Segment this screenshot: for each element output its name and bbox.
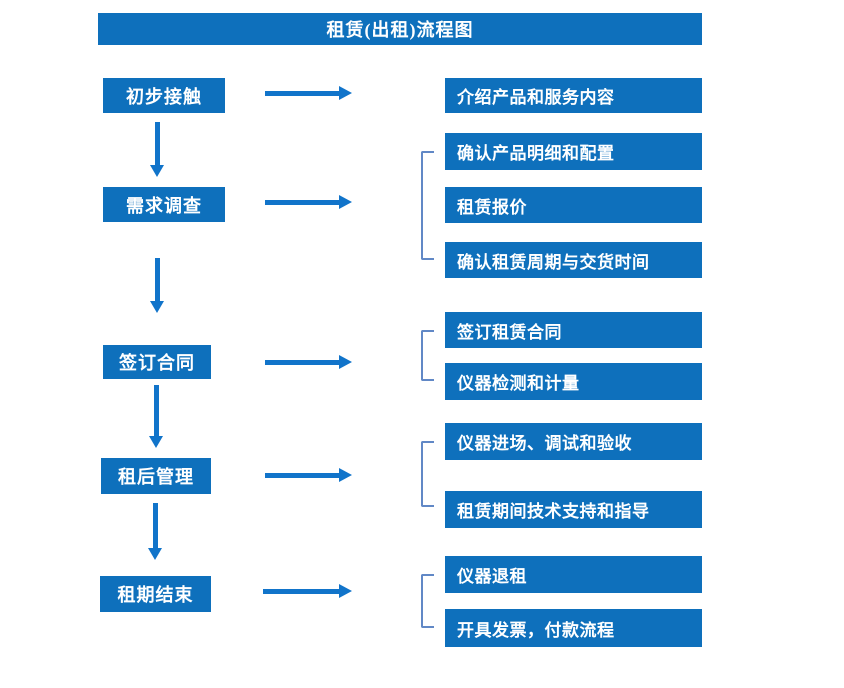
right-arrow-5 xyxy=(263,584,352,598)
right-arrow-3 xyxy=(265,355,352,369)
bracket-group-3 xyxy=(421,330,434,381)
out-box-confirm-product-details: 确认产品明细和配置 xyxy=(445,133,702,170)
out-box-introduce-products: 介绍产品和服务内容 xyxy=(445,78,702,113)
step-box-sign-contract: 签订合同 xyxy=(103,345,211,379)
out-box-invoice-payment: 开具发票，付款流程 xyxy=(445,609,702,647)
bracket-group-5 xyxy=(421,574,434,628)
out-box-instrument-setup: 仪器进场、调试和验收 xyxy=(445,423,702,460)
right-arrow-4 xyxy=(265,468,352,482)
down-arrow-4 xyxy=(148,503,162,560)
right-arrow-2 xyxy=(265,195,352,209)
step-box-post-rental-management: 租后管理 xyxy=(101,458,211,494)
step-box-demand-survey: 需求调查 xyxy=(103,187,225,222)
down-arrow-2 xyxy=(150,258,164,313)
step-box-rental-end: 租期结束 xyxy=(100,576,211,612)
out-box-instrument-inspection: 仪器检测和计量 xyxy=(445,363,702,400)
step-box-initial-contact: 初步接触 xyxy=(103,78,225,113)
down-arrow-3 xyxy=(149,385,163,448)
down-arrow-1 xyxy=(150,122,164,177)
flowchart-title: 租赁(出租)流程图 xyxy=(98,13,702,45)
out-box-rental-quote: 租赁报价 xyxy=(445,187,702,223)
bracket-group-4 xyxy=(421,441,434,507)
right-arrow-1 xyxy=(265,86,352,100)
bracket-group-2 xyxy=(421,151,434,260)
out-box-instrument-return: 仪器退租 xyxy=(445,556,702,593)
out-box-confirm-rental-period: 确认租赁周期与交货时间 xyxy=(445,242,702,278)
out-box-rental-support: 租赁期间技术支持和指导 xyxy=(445,491,702,528)
out-box-sign-rental-contract: 签订租赁合同 xyxy=(445,312,702,348)
